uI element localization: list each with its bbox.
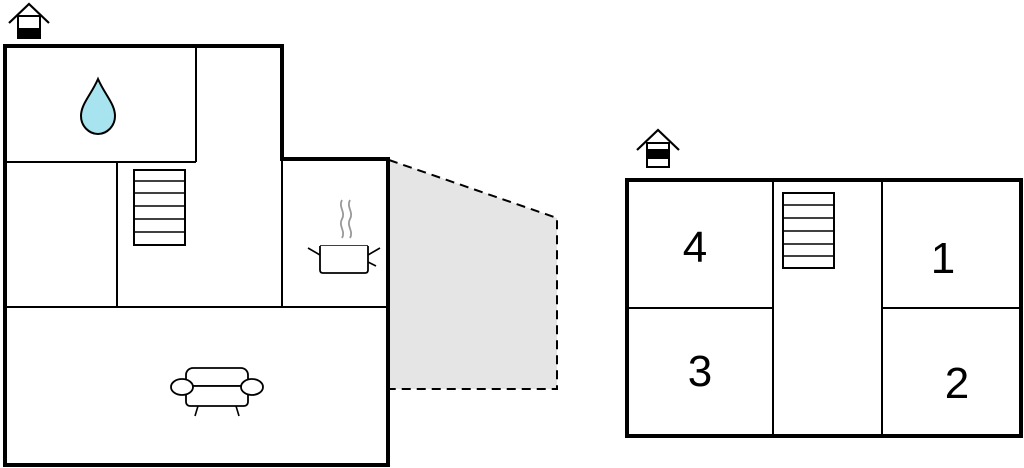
house-entrance-icon xyxy=(636,128,680,168)
terrace xyxy=(389,160,557,389)
ground-floor-interior-walls xyxy=(5,46,388,308)
upper-floor: 4 1 3 2 xyxy=(625,128,1023,438)
room-label-1: 1 xyxy=(931,234,955,283)
room-label-2: 2 xyxy=(945,359,969,408)
staircase-icon xyxy=(782,192,835,269)
ground-floor-outer-wall xyxy=(3,44,390,467)
ground-floor xyxy=(3,2,558,467)
water-drop-icon xyxy=(79,76,117,136)
sofa-icon xyxy=(170,367,264,417)
room-label-3: 3 xyxy=(688,347,712,396)
house-entrance-icon xyxy=(8,2,50,39)
room-label-4: 4 xyxy=(683,223,707,272)
terrace-outline xyxy=(388,159,558,390)
staircase-icon xyxy=(133,169,186,246)
cooking-pot-icon xyxy=(307,199,381,274)
upper-floor-interior-walls xyxy=(627,180,1021,436)
